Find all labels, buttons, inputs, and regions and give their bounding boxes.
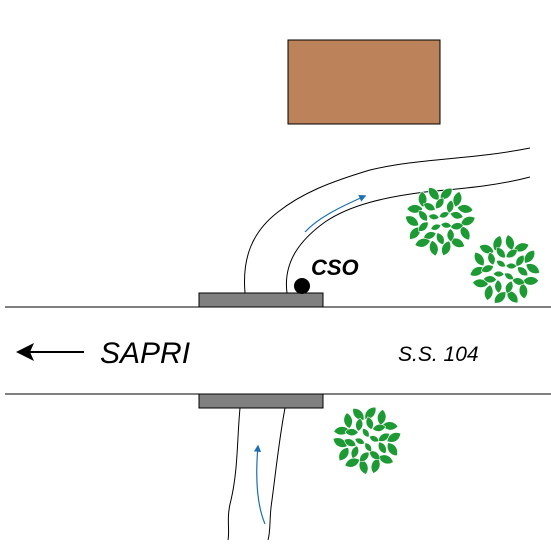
bush-leaf: [405, 215, 420, 227]
bush-leaf: [418, 221, 429, 232]
bush-leaf: [517, 266, 529, 277]
cso-outfall-marker: [294, 278, 310, 294]
bush-leaf: [343, 412, 353, 429]
bush-leaf: [494, 279, 503, 294]
bush-leaf: [487, 251, 496, 266]
bush-leaf: [473, 251, 485, 267]
bush-leaf: [494, 291, 507, 304]
bush-leaf: [492, 235, 503, 252]
bush-leaf: [372, 424, 387, 432]
bush-leaf: [369, 435, 380, 443]
bush-icon-lower: [332, 406, 402, 475]
bush-leaf: [377, 454, 394, 465]
bush-leaf: [525, 263, 540, 274]
upper-channel-left-bank: [243, 147, 531, 294]
lower-channel-right-bank: [267, 407, 286, 541]
bush-leaf: [354, 437, 365, 445]
bush-leaf: [505, 262, 517, 270]
bush-leaf: [428, 187, 440, 201]
bush-leaf: [428, 213, 440, 220]
bush-leaf: [506, 290, 519, 304]
bush-leaf: [386, 442, 398, 457]
bush-leaf: [522, 276, 540, 286]
bush-leaf: [505, 234, 515, 251]
bush-leaf: [381, 421, 399, 431]
bush-leaf: [482, 275, 498, 284]
bush-leaf: [483, 284, 494, 301]
upper-culvert: [198, 292, 324, 308]
bush-leaf: [362, 428, 370, 438]
bush-icon-upper-left: [405, 187, 476, 257]
bush-leaf: [459, 225, 471, 241]
bush-leaf: [439, 211, 450, 218]
bush-leaf: [423, 231, 437, 240]
bush-leaf: [423, 202, 436, 212]
bush-leaf: [460, 215, 476, 227]
bush-leaf: [378, 441, 387, 454]
bush-leaf: [446, 199, 455, 214]
bush-leaf: [441, 240, 452, 257]
bush-leaf: [515, 254, 525, 267]
bush-leaf: [344, 428, 359, 437]
building: [287, 39, 441, 125]
bush-leaf: [452, 190, 463, 208]
bush-leaf: [440, 222, 452, 229]
bush-leaf: [505, 280, 514, 294]
flow-arrow-lower-icon: [253, 444, 266, 525]
bush-leaf: [358, 458, 369, 475]
upper-channel-right-bank: [285, 176, 531, 294]
bush-leaf: [355, 417, 364, 432]
bush-leaf: [480, 264, 494, 273]
bush-leaf: [409, 226, 421, 240]
bush-leaf: [511, 277, 526, 286]
bush-leaf: [436, 232, 445, 246]
bush-leaf: [378, 432, 390, 442]
bush-leaf: [496, 260, 506, 268]
bush-leaf: [493, 270, 505, 278]
bush-leaf: [350, 445, 359, 459]
bush-leaf: [430, 224, 441, 231]
bush-leaf: [449, 237, 466, 248]
bush-leaf: [469, 266, 485, 277]
lower-culvert: [198, 393, 324, 409]
bush-leaf: [523, 249, 536, 264]
bush-leaf: [435, 197, 445, 210]
cso-label: CSO: [311, 255, 359, 280]
bush-leaf: [496, 247, 506, 259]
bush-leaf: [518, 282, 529, 300]
bush-leaf: [449, 222, 464, 231]
bush-icon-upper-right: [469, 234, 540, 304]
direction-label: SAPRI: [100, 337, 190, 370]
bush-leaf: [446, 228, 455, 243]
bush-leaf: [478, 244, 495, 255]
bush-leaf: [456, 204, 474, 214]
bush-leaf: [504, 272, 514, 280]
bush-leaf: [513, 242, 530, 253]
bush-leaf: [359, 451, 370, 462]
bush-leaf: [344, 457, 361, 468]
arrow-left-icon: [16, 343, 84, 361]
bush-leaf: [364, 442, 372, 452]
bush-leaf: [429, 239, 439, 257]
lower-channel-left-bank: [227, 407, 241, 541]
bush-leaf: [365, 416, 374, 430]
road-label: S.S. 104: [398, 343, 479, 366]
bush-leaf: [449, 211, 464, 220]
bush-leaf: [338, 447, 350, 462]
bush-leaf: [370, 457, 381, 474]
flow-arrow-up-icon: [304, 195, 367, 233]
bush-leaf: [377, 408, 387, 426]
bush-leaf: [505, 249, 518, 259]
bush-leaf: [418, 210, 428, 222]
bush-leaf: [369, 450, 381, 460]
bush-leaf: [439, 187, 453, 200]
bush-leaf: [343, 438, 357, 447]
